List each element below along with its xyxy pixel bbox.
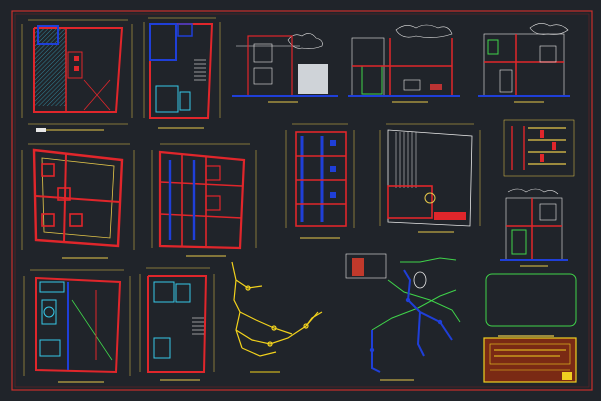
- foundation-plan-1: [21, 143, 135, 259]
- foundation-plan-2: [151, 143, 257, 257]
- furniture-plan-2: [139, 267, 215, 381]
- section-2: [478, 23, 570, 103]
- construction-details: [503, 119, 575, 195]
- section-3: [500, 197, 568, 267]
- floor-plan-1: [21, 19, 133, 132]
- sheet-inner-frame: [14, 13, 590, 388]
- water-supply-isometric: [345, 253, 461, 381]
- floor-plan-2: [143, 17, 221, 129]
- beam-plan: [285, 123, 355, 239]
- roof-plan: [379, 123, 481, 233]
- elevation-1: [232, 33, 338, 103]
- section-1: [348, 24, 460, 103]
- title-block: [483, 335, 577, 383]
- notes-box: [485, 273, 577, 327]
- plumbing-isometric: [231, 261, 323, 373]
- furniture-plan-1: [23, 269, 131, 383]
- sheet-frame: [11, 10, 593, 391]
